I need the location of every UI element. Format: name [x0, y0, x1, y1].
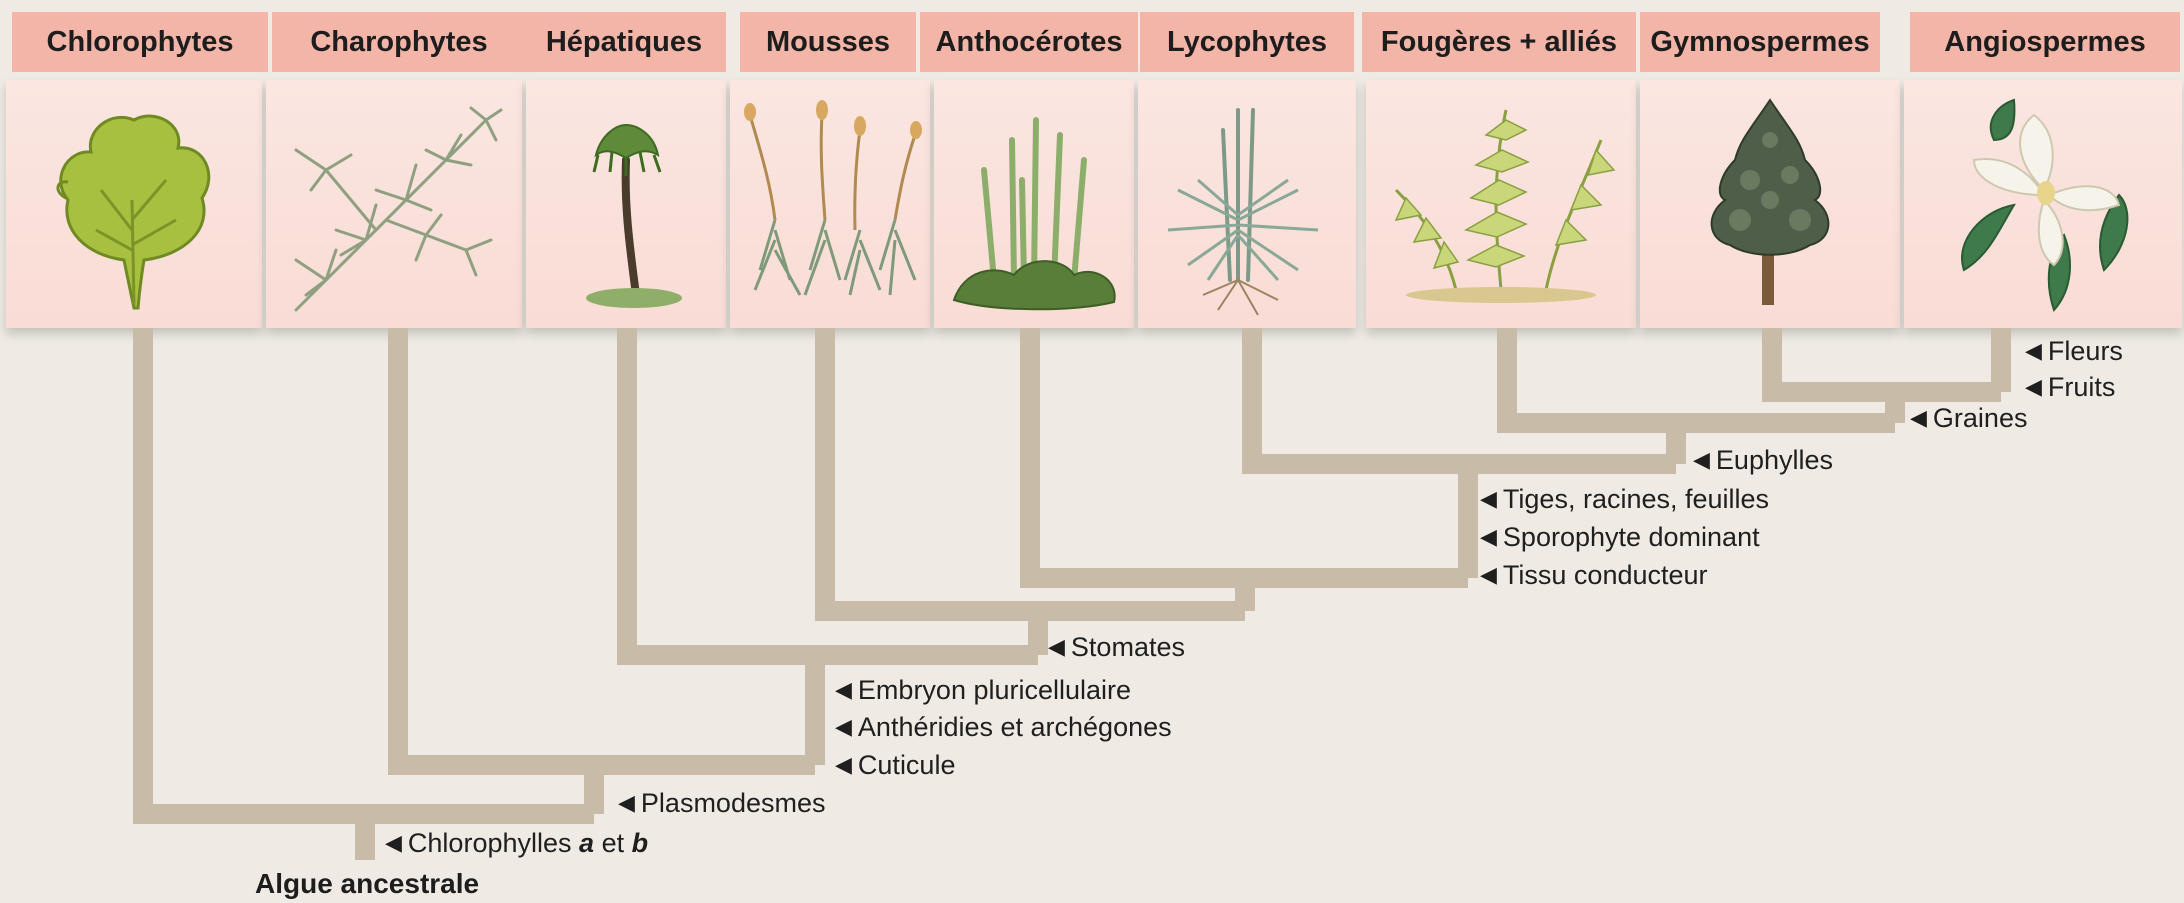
branch-fougeres: [1507, 328, 1895, 423]
left-arrow-icon: ◀: [1480, 560, 1497, 590]
root-label: Algue ancestrale: [255, 868, 479, 900]
branch-charophytes: [398, 328, 815, 765]
branch-chlorophytes: [143, 328, 594, 814]
left-arrow-icon: ◀: [835, 675, 852, 705]
trait-label: Euphylles: [1716, 445, 1833, 475]
left-arrow-icon: ◀: [1910, 403, 1927, 433]
trait-label: Embryon pluricellulaire: [858, 675, 1131, 705]
trait-fleurs: ◀Fleurs: [2025, 336, 2123, 368]
left-arrow-icon: ◀: [1693, 445, 1710, 475]
trait-graines: ◀Graines: [1910, 403, 2027, 435]
left-arrow-icon: ◀: [835, 750, 852, 780]
left-arrow-icon: ◀: [1048, 632, 1065, 662]
trait-euphylles: ◀Euphylles: [1693, 445, 1833, 477]
left-arrow-icon: ◀: [1480, 484, 1497, 514]
left-arrow-icon: ◀: [2025, 336, 2042, 366]
trait-chlorophylles: ◀Chlorophylles a et b: [385, 828, 648, 860]
trait-tissu: ◀Tissu conducteur: [1480, 560, 1708, 592]
trait-label: Fruits: [2048, 372, 2116, 402]
left-arrow-icon: ◀: [618, 788, 635, 818]
trait-cuticule: ◀Cuticule: [835, 750, 955, 782]
trait-label: Cuticule: [858, 750, 956, 780]
left-arrow-icon: ◀: [835, 712, 852, 742]
trait-plasmodesmes: ◀Plasmodesmes: [618, 788, 826, 820]
trait-label: Chlorophylles: [408, 828, 572, 858]
trait-label: Sporophyte dominant: [1503, 522, 1760, 552]
trait-antheridies: ◀Anthéridies et archégones: [835, 712, 1172, 744]
trait-embryon: ◀Embryon pluricellulaire: [835, 675, 1131, 707]
chlorophyll-b: b: [632, 828, 649, 858]
trait-sporophyte: ◀Sporophyte dominant: [1480, 522, 1760, 554]
trait-label: Anthéridies et archégones: [858, 712, 1172, 742]
chlorophyll-a: a: [579, 828, 594, 858]
trait-label: Fleurs: [2048, 336, 2123, 366]
trait-label: Stomates: [1071, 632, 1185, 662]
trait-label: Plasmodesmes: [641, 788, 826, 818]
trait-tiges: ◀Tiges, racines, feuilles: [1480, 484, 1769, 516]
left-arrow-icon: ◀: [2025, 372, 2042, 402]
left-arrow-icon: ◀: [1480, 522, 1497, 552]
trait-label: Graines: [1933, 403, 2028, 433]
trait-fruits: ◀Fruits: [2025, 372, 2115, 404]
trait-conjunction: et: [602, 828, 625, 858]
trait-stomates: ◀Stomates: [1048, 632, 1185, 664]
branch-gymnospermes: [1772, 328, 2001, 392]
left-arrow-icon: ◀: [385, 828, 402, 858]
trait-label: Tissu conducteur: [1503, 560, 1708, 590]
trait-label: Tiges, racines, feuilles: [1503, 484, 1769, 514]
branch-lycophytes: [1252, 328, 1676, 464]
